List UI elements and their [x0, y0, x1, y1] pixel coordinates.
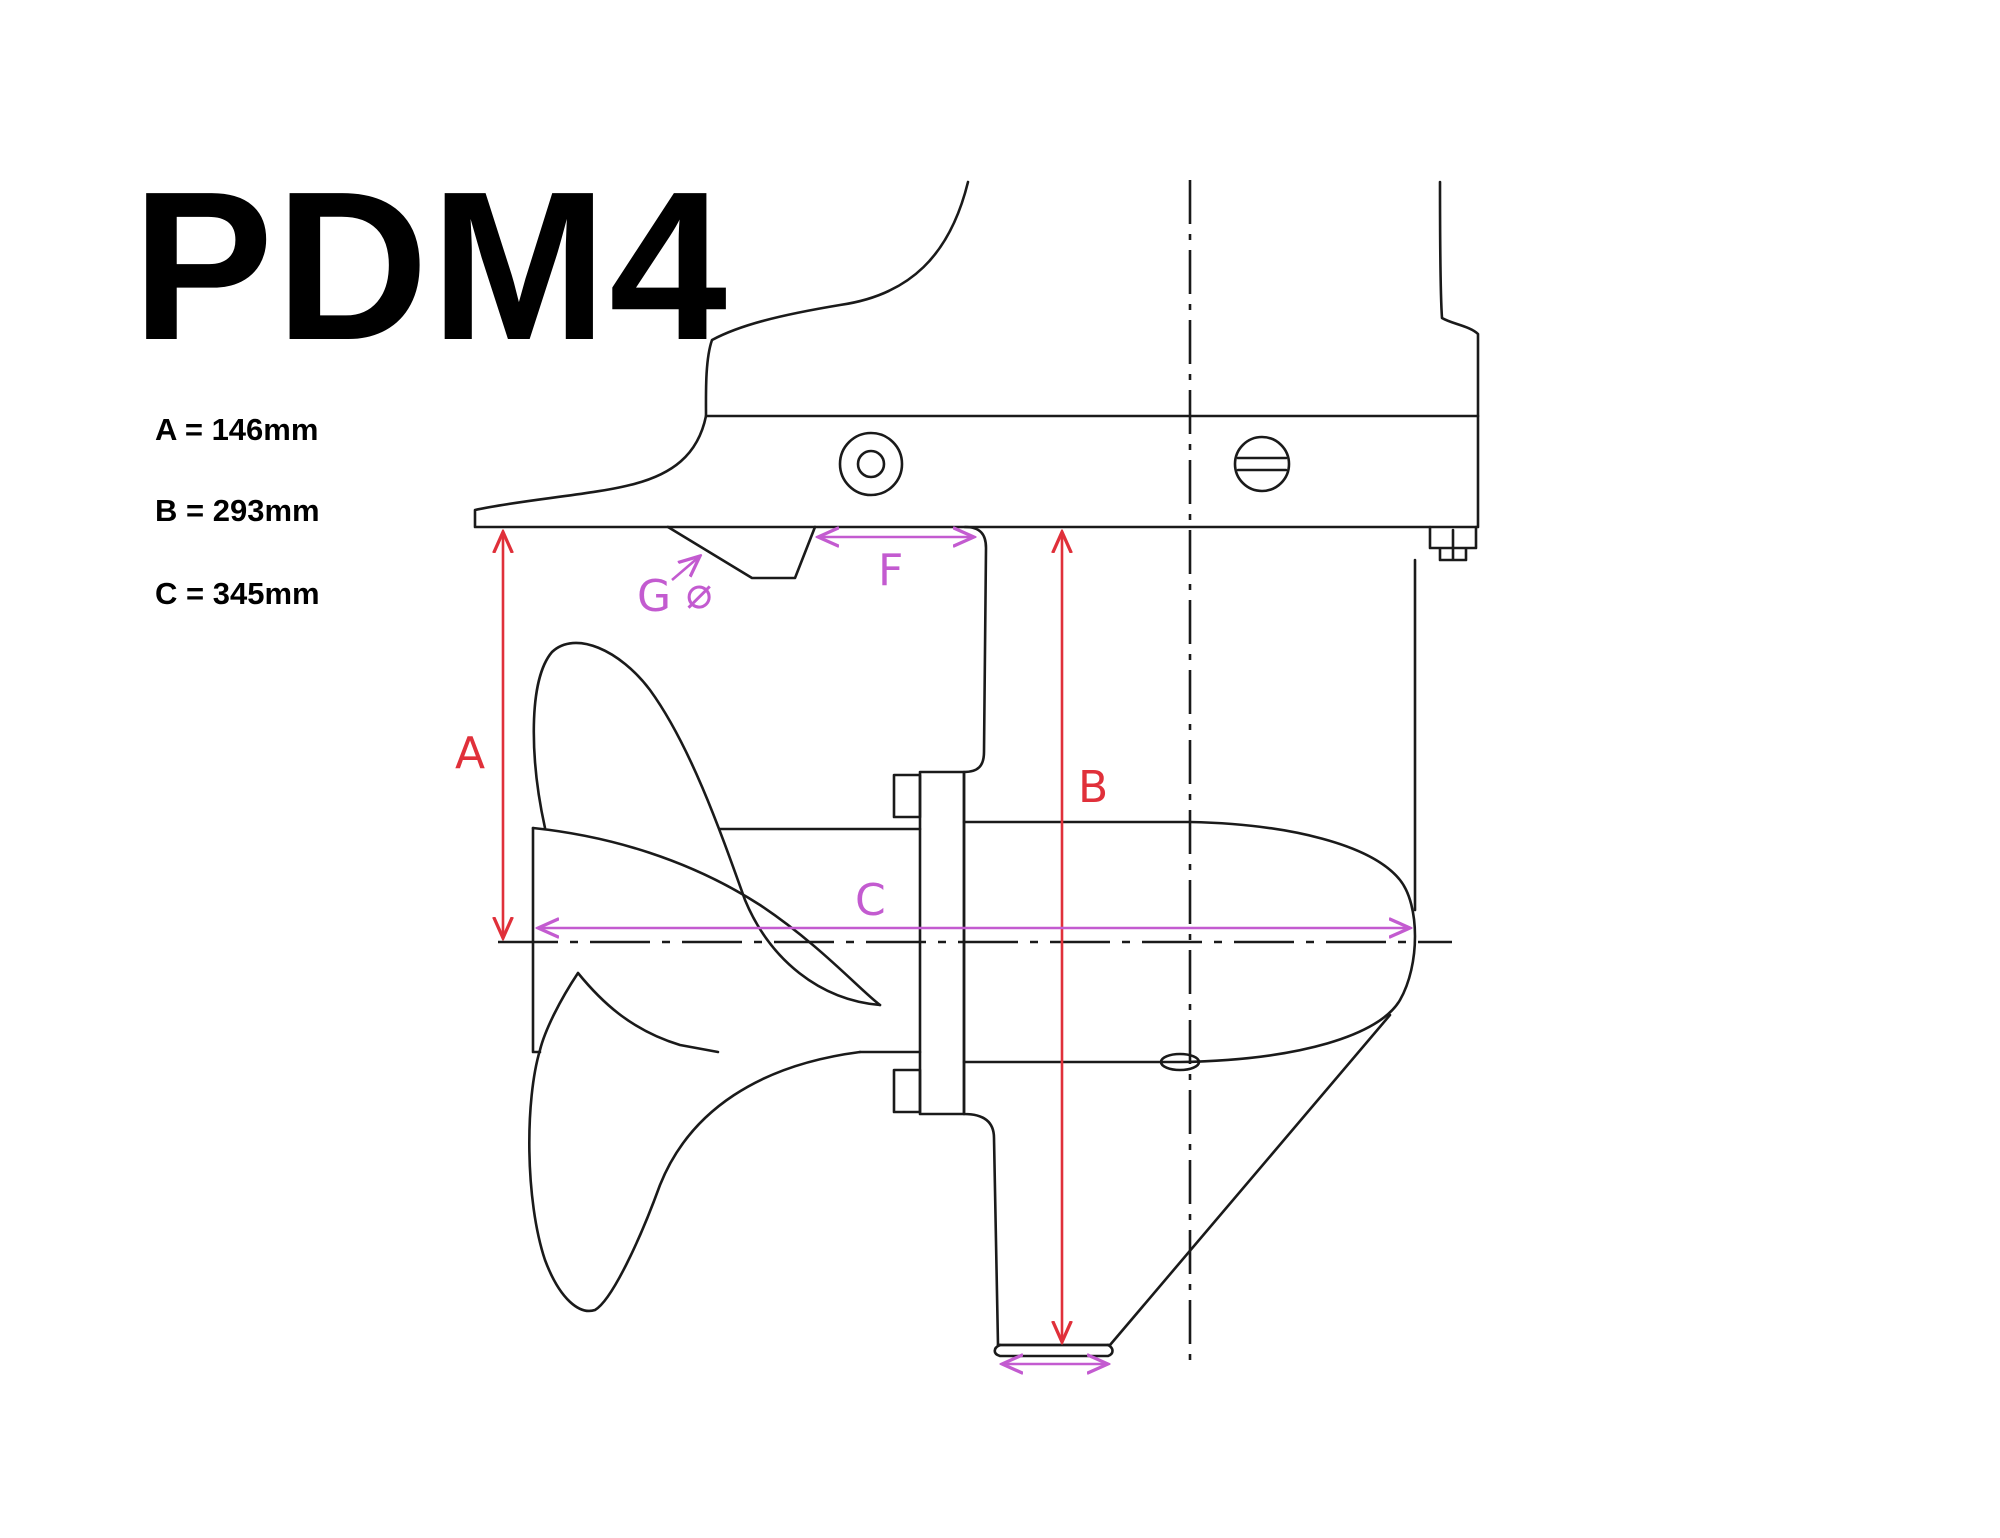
hex-bolt-icon [838, 431, 904, 497]
prop-hub-flange [918, 770, 966, 1116]
torpedo-body [962, 820, 1417, 1064]
dimension-a-label: A [455, 728, 485, 779]
skeg [1108, 1013, 1392, 1347]
flange-bolt-top [892, 773, 922, 819]
spec-c-value: C = 345mm [155, 576, 320, 611]
dimension-b-label: B [1078, 762, 1108, 813]
prop-blade-front [531, 826, 882, 1007]
spec-b-value: B = 293mm [155, 493, 320, 528]
drain-bolt-icon [1428, 525, 1478, 562]
prop-boss [531, 826, 542, 1054]
slot-screw-icon [1233, 435, 1291, 493]
dimension-g-arrow [671, 556, 700, 581]
page-title: PDM4 [132, 147, 730, 384]
anode-block [666, 525, 817, 580]
dimension-c-label: C [855, 875, 886, 926]
dimension-g-label: G [637, 571, 671, 622]
drive-leg [962, 525, 1112, 1347]
prop-blade-lower [528, 971, 862, 1313]
diameter-icon: ⌀ [686, 568, 713, 619]
skeg-shoe [993, 1343, 1114, 1358]
flange-bolt-bottom [892, 1068, 922, 1114]
dimension-f-label: F [878, 545, 903, 596]
spec-a-value: A = 146mm [155, 412, 319, 447]
prop-blade-top [532, 641, 882, 1007]
shaft-seal-icon [1159, 1052, 1201, 1072]
mounting-flange [473, 414, 1480, 529]
upper-housing [704, 180, 1480, 418]
